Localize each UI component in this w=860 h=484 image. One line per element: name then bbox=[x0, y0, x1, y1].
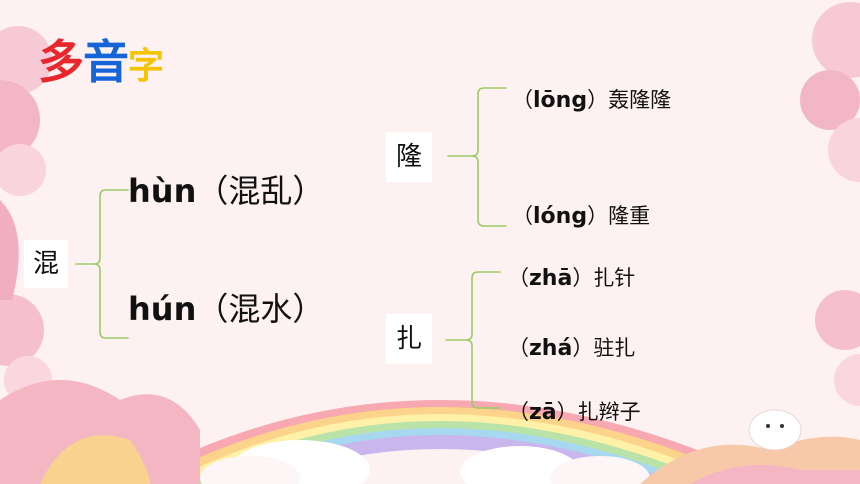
reading-hun-4: hùn（混乱） bbox=[128, 166, 324, 212]
pinyin: zā bbox=[529, 400, 557, 425]
char-box-long: 隆 bbox=[386, 132, 432, 182]
pinyin: zhā bbox=[529, 266, 573, 291]
pinyin: hún bbox=[128, 290, 197, 328]
reading-zha-2: （zhá）驻扎 bbox=[508, 332, 635, 362]
example-word: 驻扎 bbox=[593, 336, 636, 360]
example-word: 轰隆隆 bbox=[608, 88, 672, 112]
example-word: 隆重 bbox=[608, 204, 651, 228]
paren-open: （ bbox=[512, 88, 533, 112]
left-blossom-decoration bbox=[0, 26, 52, 404]
paren-open: （ bbox=[508, 266, 529, 290]
paren-close: ） bbox=[572, 266, 594, 290]
reading-hun-2: hún（混水） bbox=[128, 284, 324, 330]
paren-close: ） bbox=[587, 88, 609, 112]
pinyin: hùn bbox=[128, 172, 197, 210]
reading-zha-1: （zhā）扎针 bbox=[508, 262, 635, 292]
pinyin: lóng bbox=[533, 204, 588, 229]
paren-close: ） bbox=[572, 336, 594, 360]
reading-zha-3: （zā）扎辫子 bbox=[508, 396, 641, 426]
example-word: （混水） bbox=[196, 290, 325, 328]
reading-long-1: （lōng）轰隆隆 bbox=[512, 84, 671, 114]
title-char-1: 多 bbox=[38, 35, 84, 89]
page-title: 多音字 bbox=[38, 26, 164, 92]
pinyin: lōng bbox=[533, 88, 588, 113]
bracket-hun bbox=[75, 189, 129, 339]
example-word: 扎针 bbox=[593, 266, 636, 290]
reading-long-2: （lóng）隆重 bbox=[512, 200, 650, 230]
paren-open: （ bbox=[508, 336, 529, 360]
example-word: 扎辫子 bbox=[577, 400, 641, 424]
char-box-zha: 扎 bbox=[386, 314, 432, 364]
bracket-long bbox=[447, 87, 507, 227]
paren-open: （ bbox=[512, 204, 533, 228]
example-word: （混乱） bbox=[196, 172, 325, 210]
bracket-zha bbox=[445, 271, 501, 409]
bottom-scenery bbox=[0, 380, 860, 484]
paren-close: ） bbox=[556, 400, 578, 424]
title-char-3: 字 bbox=[128, 46, 164, 87]
title-char-2: 音 bbox=[83, 35, 129, 89]
paren-open: （ bbox=[508, 400, 529, 424]
paren-close: ） bbox=[587, 204, 609, 228]
char-box-hun: 混 bbox=[24, 240, 68, 288]
right-blossom-decoration bbox=[800, 2, 860, 406]
pinyin: zhá bbox=[529, 336, 573, 361]
